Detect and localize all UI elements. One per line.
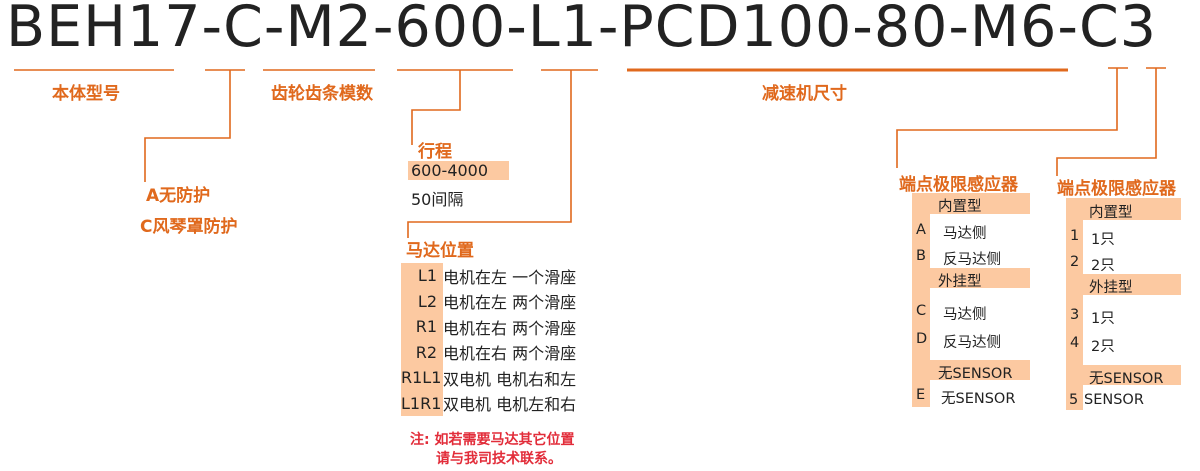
motor-code: L2	[417, 291, 437, 311]
builtin-header: 内置型	[1089, 205, 1133, 221]
motor-desc: 双电机 电机左和右	[443, 395, 577, 415]
motor-desc: 电机在右 两个滑座	[443, 318, 577, 338]
row-desc: 1只	[1091, 311, 1115, 327]
row-desc: 2只	[1091, 258, 1115, 274]
stroke-interval: 50间隔	[411, 190, 464, 209]
row-code: 3	[1070, 307, 1080, 323]
sensor-table-1: 内置型 A 马达侧 B 反马达侧 外挂型 C 马达侧 D 反马达侧 无SENSO…	[912, 193, 1030, 407]
motor-code: R1L1	[401, 368, 442, 388]
reducer-size-label: 减速机尺寸	[762, 84, 847, 104]
table-row: R1 电机在右 两个滑座	[401, 314, 611, 340]
row-code: 1	[1070, 228, 1080, 244]
body-model-label: 本体型号	[52, 84, 120, 104]
motor-desc: 双电机 电机右和左	[443, 369, 577, 389]
table-row: L1 电机在左 一个滑座	[401, 263, 611, 289]
row-desc: 反马达侧	[943, 252, 1001, 268]
sensor-label-2: 端点极限感应器	[1057, 179, 1176, 199]
table-row: R2 电机在右 两个滑座	[401, 340, 611, 366]
protection-a-label: A无防护	[146, 186, 211, 206]
motor-desc: 电机在右 两个滑座	[443, 344, 577, 364]
motor-position-label: 马达位置	[406, 241, 474, 261]
row-desc: 马达侧	[943, 226, 987, 242]
row-code: C	[916, 303, 927, 319]
protection-c-label: C风琴罩防护	[140, 217, 238, 237]
none-header: 无SENSOR	[938, 366, 1013, 382]
motor-code: L1R1	[401, 393, 442, 413]
note-line-2: 请与我司技术联系。	[436, 451, 562, 467]
model-code: BEH17-C-M2-600-L1-PCD100-80-M6-C3	[6, 0, 1158, 60]
motor-code: R1	[415, 317, 437, 337]
motor-position-table: L1 电机在左 一个滑座 L2 电机在左 两个滑座 R1 电机在右 两个滑座 R2 电机…	[401, 263, 611, 416]
motor-desc: 电机在左 两个滑座	[443, 293, 577, 313]
row-code: 2	[1070, 254, 1080, 270]
row-desc: 2只	[1091, 339, 1115, 355]
stroke-label: 行程	[418, 142, 452, 162]
row-code: E	[916, 387, 926, 403]
sensor-table-2: 内置型 1 1只 2 2只 外挂型 3 1只 4 2只 无SENSOR 5 SE…	[1066, 198, 1181, 410]
motor-desc: 电机在左 一个滑座	[443, 267, 577, 287]
row-code: A	[916, 222, 926, 238]
row-desc: 反马达侧	[943, 335, 1001, 351]
motor-code: R2	[415, 342, 437, 362]
table-row: L2 电机在左 两个滑座	[401, 289, 611, 315]
external-header: 外挂型	[1089, 280, 1133, 296]
motor-code-column	[401, 263, 443, 416]
sensor-label-1: 端点极限感应器	[899, 175, 1018, 195]
note-line-1: 注: 如若需要马达其它位置	[410, 432, 575, 448]
external-header: 外挂型	[938, 274, 982, 290]
none-header: 无SENSOR	[1089, 371, 1164, 387]
row-desc: SENSOR	[1084, 392, 1144, 408]
gear-module-label: 齿轮齿条模数	[271, 84, 373, 104]
row-desc: 马达侧	[943, 307, 987, 323]
row-desc: 无SENSOR	[941, 391, 1016, 407]
row-code: D	[916, 331, 928, 347]
builtin-header: 内置型	[938, 199, 982, 215]
row-desc: 1只	[1091, 232, 1115, 248]
stroke-range: 600-4000	[408, 161, 509, 180]
row-code: B	[916, 248, 926, 264]
row-code: 4	[1070, 335, 1080, 351]
motor-code: L1	[417, 266, 437, 286]
row-code: 5	[1069, 392, 1079, 408]
